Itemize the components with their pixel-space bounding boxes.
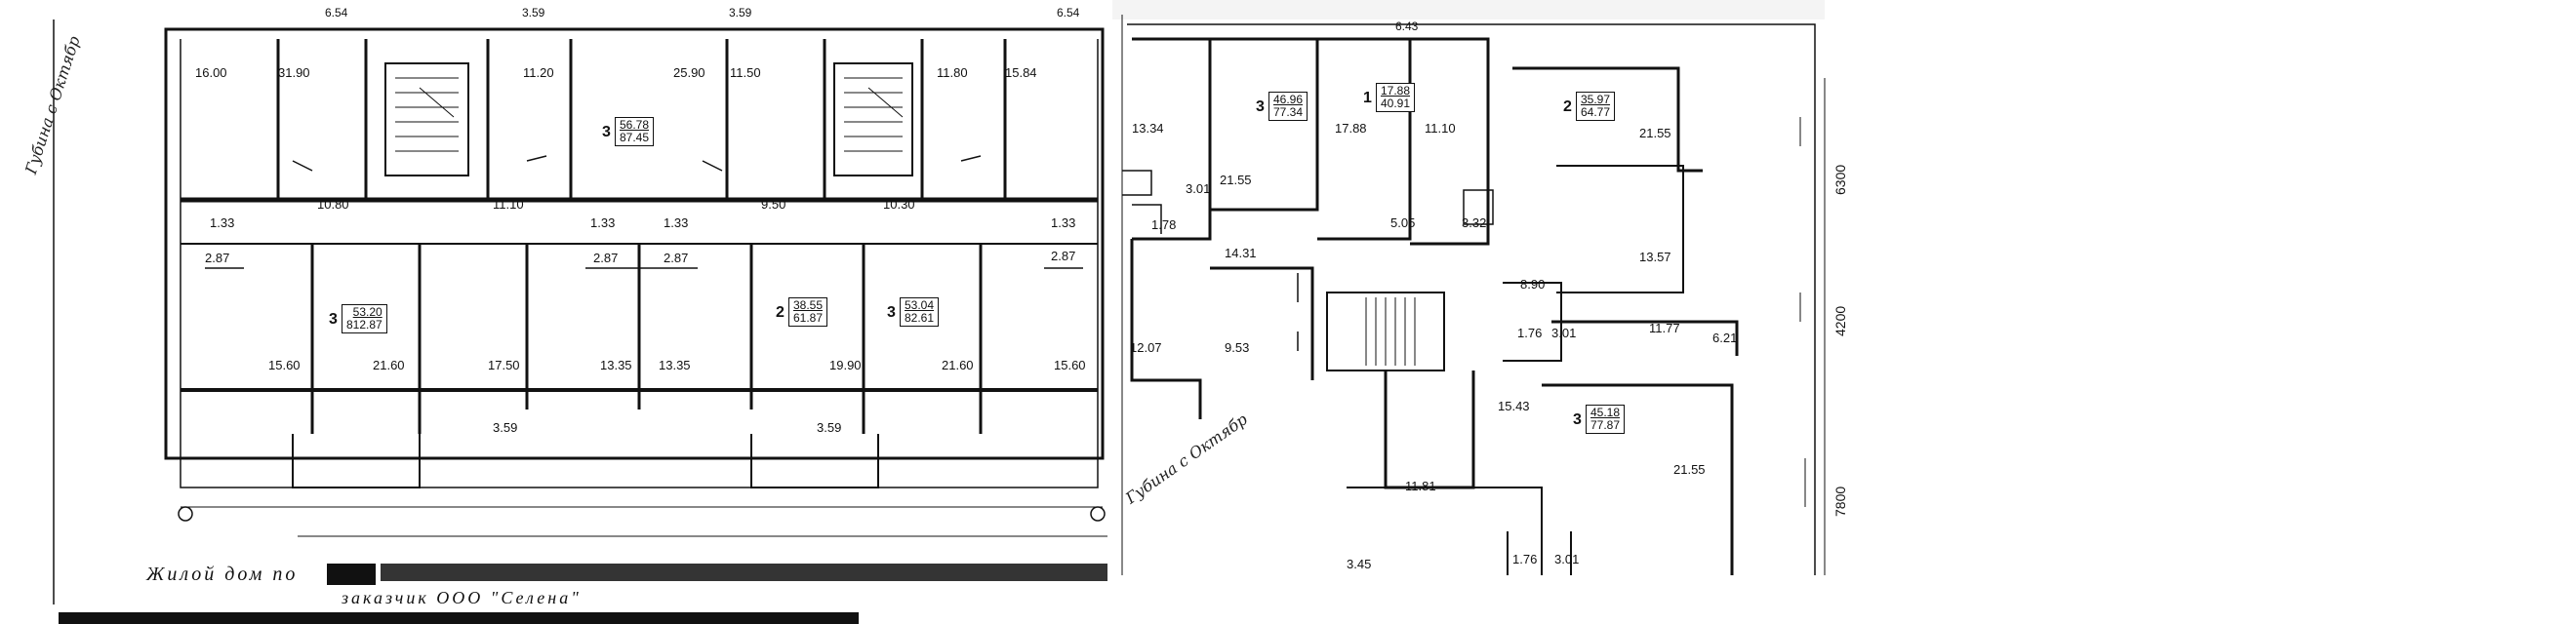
apartment-rooms: 2 xyxy=(776,304,785,321)
room-area: 1.76 xyxy=(1512,552,1538,566)
room-area: 17.88 xyxy=(1335,121,1367,136)
room-area: 2.87 xyxy=(664,251,689,265)
room-area: 15.60 xyxy=(1054,358,1086,372)
apartment-rooms: 3 xyxy=(887,304,896,321)
apartment-total-area: 77.87 xyxy=(1590,418,1621,432)
apartment-total-area: 82.61 xyxy=(905,311,935,325)
apartment-living-area: 46.96 xyxy=(1273,93,1304,106)
apartment-summary: 3 53.04 82.61 xyxy=(887,297,940,327)
apartment-summary: 3 53.20 812.87 xyxy=(329,304,387,333)
room-area: 19.90 xyxy=(829,358,862,372)
apartment-living-area: 45.18 xyxy=(1590,406,1621,419)
apartment-rooms: 3 xyxy=(1256,98,1265,115)
apartment-total-area: 64.77 xyxy=(1581,105,1611,119)
drawing-title: Жилой дом по xyxy=(146,564,299,585)
apartment-summary: 3 56.78 87.45 xyxy=(602,117,655,146)
apartment-living-area: 38.55 xyxy=(793,298,824,312)
apartment-rooms: 3 xyxy=(602,124,611,140)
room-area: 15.60 xyxy=(268,358,301,372)
room-area: 21.60 xyxy=(373,358,405,372)
room-area: 25.90 xyxy=(673,65,705,80)
room-area: 21.55 xyxy=(1639,126,1671,140)
room-area: 3.59 xyxy=(493,420,518,435)
room-area: 31.90 xyxy=(278,65,310,80)
room-area: 2.87 xyxy=(205,251,230,265)
room-area: 21.60 xyxy=(942,358,974,372)
room-area: 1.76 xyxy=(1517,326,1543,340)
room-area: 1.33 xyxy=(210,215,235,230)
side-dimension: 6300 xyxy=(1832,164,1848,195)
room-area: 9.53 xyxy=(1225,340,1250,355)
room-area: 1.33 xyxy=(1051,215,1076,230)
room-area: 13.35 xyxy=(600,358,632,372)
room-area: 3.32 xyxy=(1462,215,1487,230)
room-area: 11.50 xyxy=(730,65,761,80)
room-area: 11.10 xyxy=(493,197,524,212)
customer-label: заказчик ООО "Селена" xyxy=(342,588,582,607)
room-area: 10.80 xyxy=(317,197,349,212)
room-area: 3.01 xyxy=(1554,552,1580,566)
room-area: 11.77 xyxy=(1649,321,1680,335)
room-area: 1.78 xyxy=(1151,217,1177,232)
room-area: 5.05 xyxy=(1390,215,1416,230)
room-area: 16.00 xyxy=(195,65,227,80)
room-area: 15.84 xyxy=(1005,65,1037,80)
apartment-living-area: 56.78 xyxy=(620,118,650,132)
room-area: 9.50 xyxy=(761,197,786,212)
room-area: 11.10 xyxy=(1425,121,1456,136)
apartment-total-area: 61.87 xyxy=(793,311,824,325)
room-area: 13.34 xyxy=(1132,121,1164,136)
top-dimension: 6.54 xyxy=(325,6,348,20)
room-area: 13.57 xyxy=(1639,250,1671,264)
room-area: 11.20 xyxy=(523,65,554,80)
left-outer-wall xyxy=(164,27,1105,460)
room-area: 3.45 xyxy=(1347,557,1372,571)
apartment-living-area: 53.20 xyxy=(352,305,382,319)
apartment-rooms: 3 xyxy=(1573,411,1582,428)
room-area: 15.43 xyxy=(1498,399,1530,413)
apartment-total-area: 77.34 xyxy=(1273,105,1304,119)
room-area: 8.90 xyxy=(1520,277,1546,292)
apartment-rooms: 2 xyxy=(1563,98,1572,115)
room-area: 3.01 xyxy=(1551,326,1577,340)
room-area: 10.30 xyxy=(883,197,915,212)
top-dimension: 6.43 xyxy=(1395,20,1419,33)
side-dimension: 7800 xyxy=(1832,486,1848,517)
apartment-summary: 2 38.55 61.87 xyxy=(776,297,828,327)
room-area: 1.33 xyxy=(664,215,689,230)
apartment-total-area: 40.91 xyxy=(1381,97,1411,110)
apartment-summary: 1 17.88 40.91 xyxy=(1363,83,1416,112)
room-area: 13.35 xyxy=(659,358,691,372)
room-area: 21.55 xyxy=(1220,173,1252,187)
apartment-total-area: 812.87 xyxy=(346,318,382,332)
room-area: 3.01 xyxy=(1186,181,1211,196)
top-dimension: 6.54 xyxy=(1057,6,1080,20)
apartment-summary: 3 46.96 77.34 xyxy=(1256,92,1308,121)
apartment-summary: 2 35.97 64.77 xyxy=(1563,92,1616,121)
apartment-summary: 3 45.18 77.87 xyxy=(1573,405,1626,434)
apartment-living-area: 35.97 xyxy=(1581,93,1611,106)
apartment-rooms: 1 xyxy=(1363,90,1372,106)
room-area: 12.07 xyxy=(1130,340,1162,355)
room-area: 17.50 xyxy=(488,358,520,372)
apartment-living-area: 17.88 xyxy=(1381,84,1411,98)
room-area: 2.87 xyxy=(593,251,619,265)
room-area: 21.55 xyxy=(1673,462,1706,477)
room-area: 6.21 xyxy=(1712,331,1738,345)
side-dimension: 4200 xyxy=(1832,305,1848,336)
room-area: 1.33 xyxy=(590,215,616,230)
room-area: 11.81 xyxy=(1405,479,1436,493)
top-dimension: 3.59 xyxy=(729,6,752,20)
room-area: 11.80 xyxy=(937,65,968,80)
room-area: 3.59 xyxy=(817,420,842,435)
room-area: 2.87 xyxy=(1051,249,1076,263)
apartment-living-area: 53.04 xyxy=(905,298,935,312)
apartment-total-area: 87.45 xyxy=(620,131,650,144)
top-dimension: 3.59 xyxy=(522,6,545,20)
apartment-rooms: 3 xyxy=(329,311,338,328)
room-area: 14.31 xyxy=(1225,246,1257,260)
